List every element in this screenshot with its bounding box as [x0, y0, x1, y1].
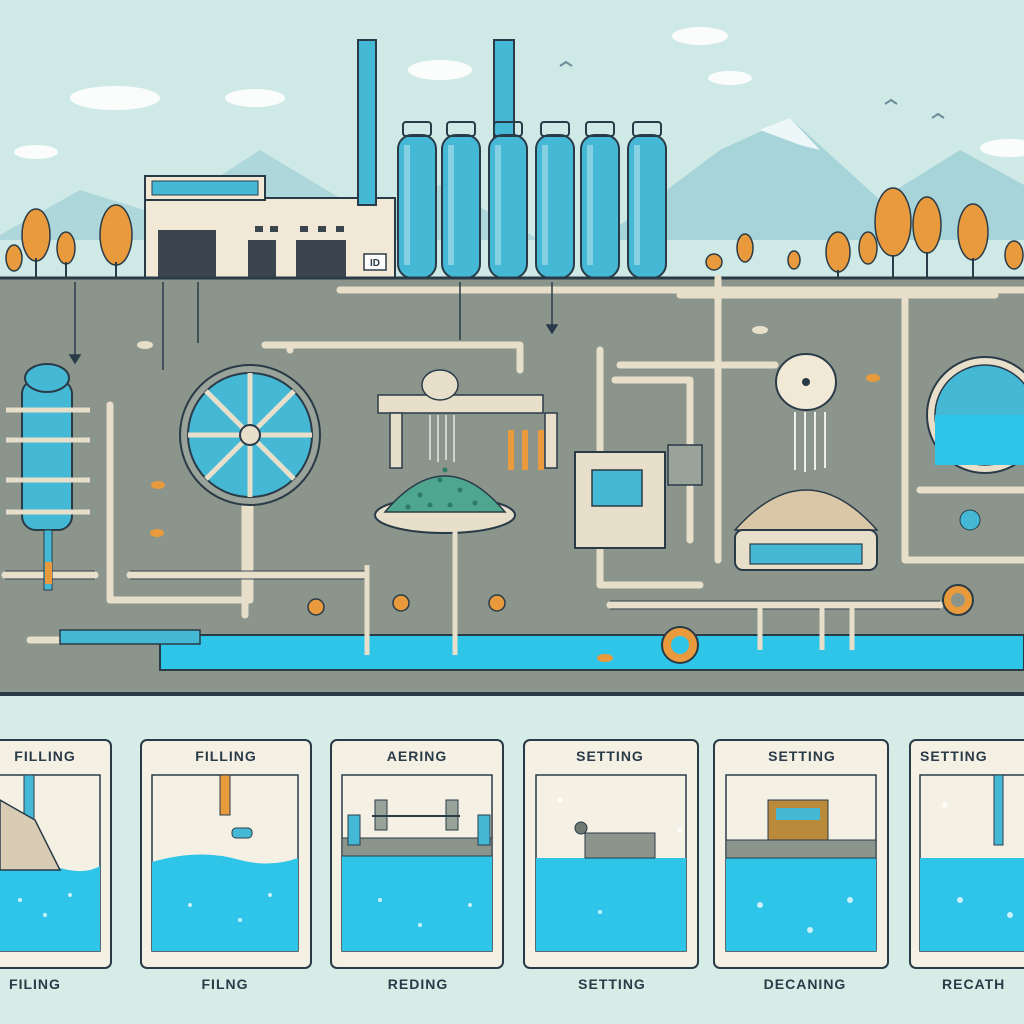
panel-title-4: SETTING — [576, 748, 644, 764]
silos — [397, 121, 667, 279]
clarifier-basin — [926, 356, 1024, 531]
control-box — [574, 444, 703, 549]
down-arrows — [68, 282, 559, 370]
panel-3 — [330, 739, 504, 969]
rotating-screen-wheel — [179, 364, 321, 506]
panel-title-3: AERING — [386, 748, 448, 764]
plant-building: ID — [144, 175, 396, 279]
water-channel — [59, 530, 1024, 671]
panel-6 — [909, 739, 1024, 969]
panel-caption-3: REDING — [387, 976, 449, 992]
panel-title-6: SETTING — [920, 748, 988, 764]
panel-title-2: FILLING — [195, 748, 257, 764]
sand-filter-bed — [733, 353, 879, 571]
panel-1 — [0, 739, 112, 969]
panel-caption-1: FILING — [9, 976, 61, 992]
birds — [559, 60, 945, 119]
panel-title-1: FILLING — [14, 748, 76, 764]
panel-5 — [713, 739, 889, 969]
panel-caption-4: SETTING — [578, 976, 646, 992]
trees — [5, 187, 1024, 278]
panel-caption-5: DECANING — [763, 976, 847, 992]
panel-4 — [523, 739, 699, 969]
bubbles — [18, 797, 1013, 933]
panel-caption-2: FILNG — [201, 976, 249, 992]
stage-panels — [0, 739, 1024, 969]
vertical-filter-tank — [6, 363, 90, 591]
clouds — [14, 27, 1024, 159]
panel-caption-6: RECATH — [942, 976, 1006, 992]
decorative-fish — [137, 326, 880, 662]
valve-markers — [307, 253, 723, 616]
pipe-network — [1, 274, 1024, 644]
building-sign-label: ID — [370, 258, 380, 269]
media-filter-cone — [374, 369, 558, 534]
panel-title-5: SETTING — [768, 748, 836, 764]
panel-2 — [140, 739, 312, 969]
